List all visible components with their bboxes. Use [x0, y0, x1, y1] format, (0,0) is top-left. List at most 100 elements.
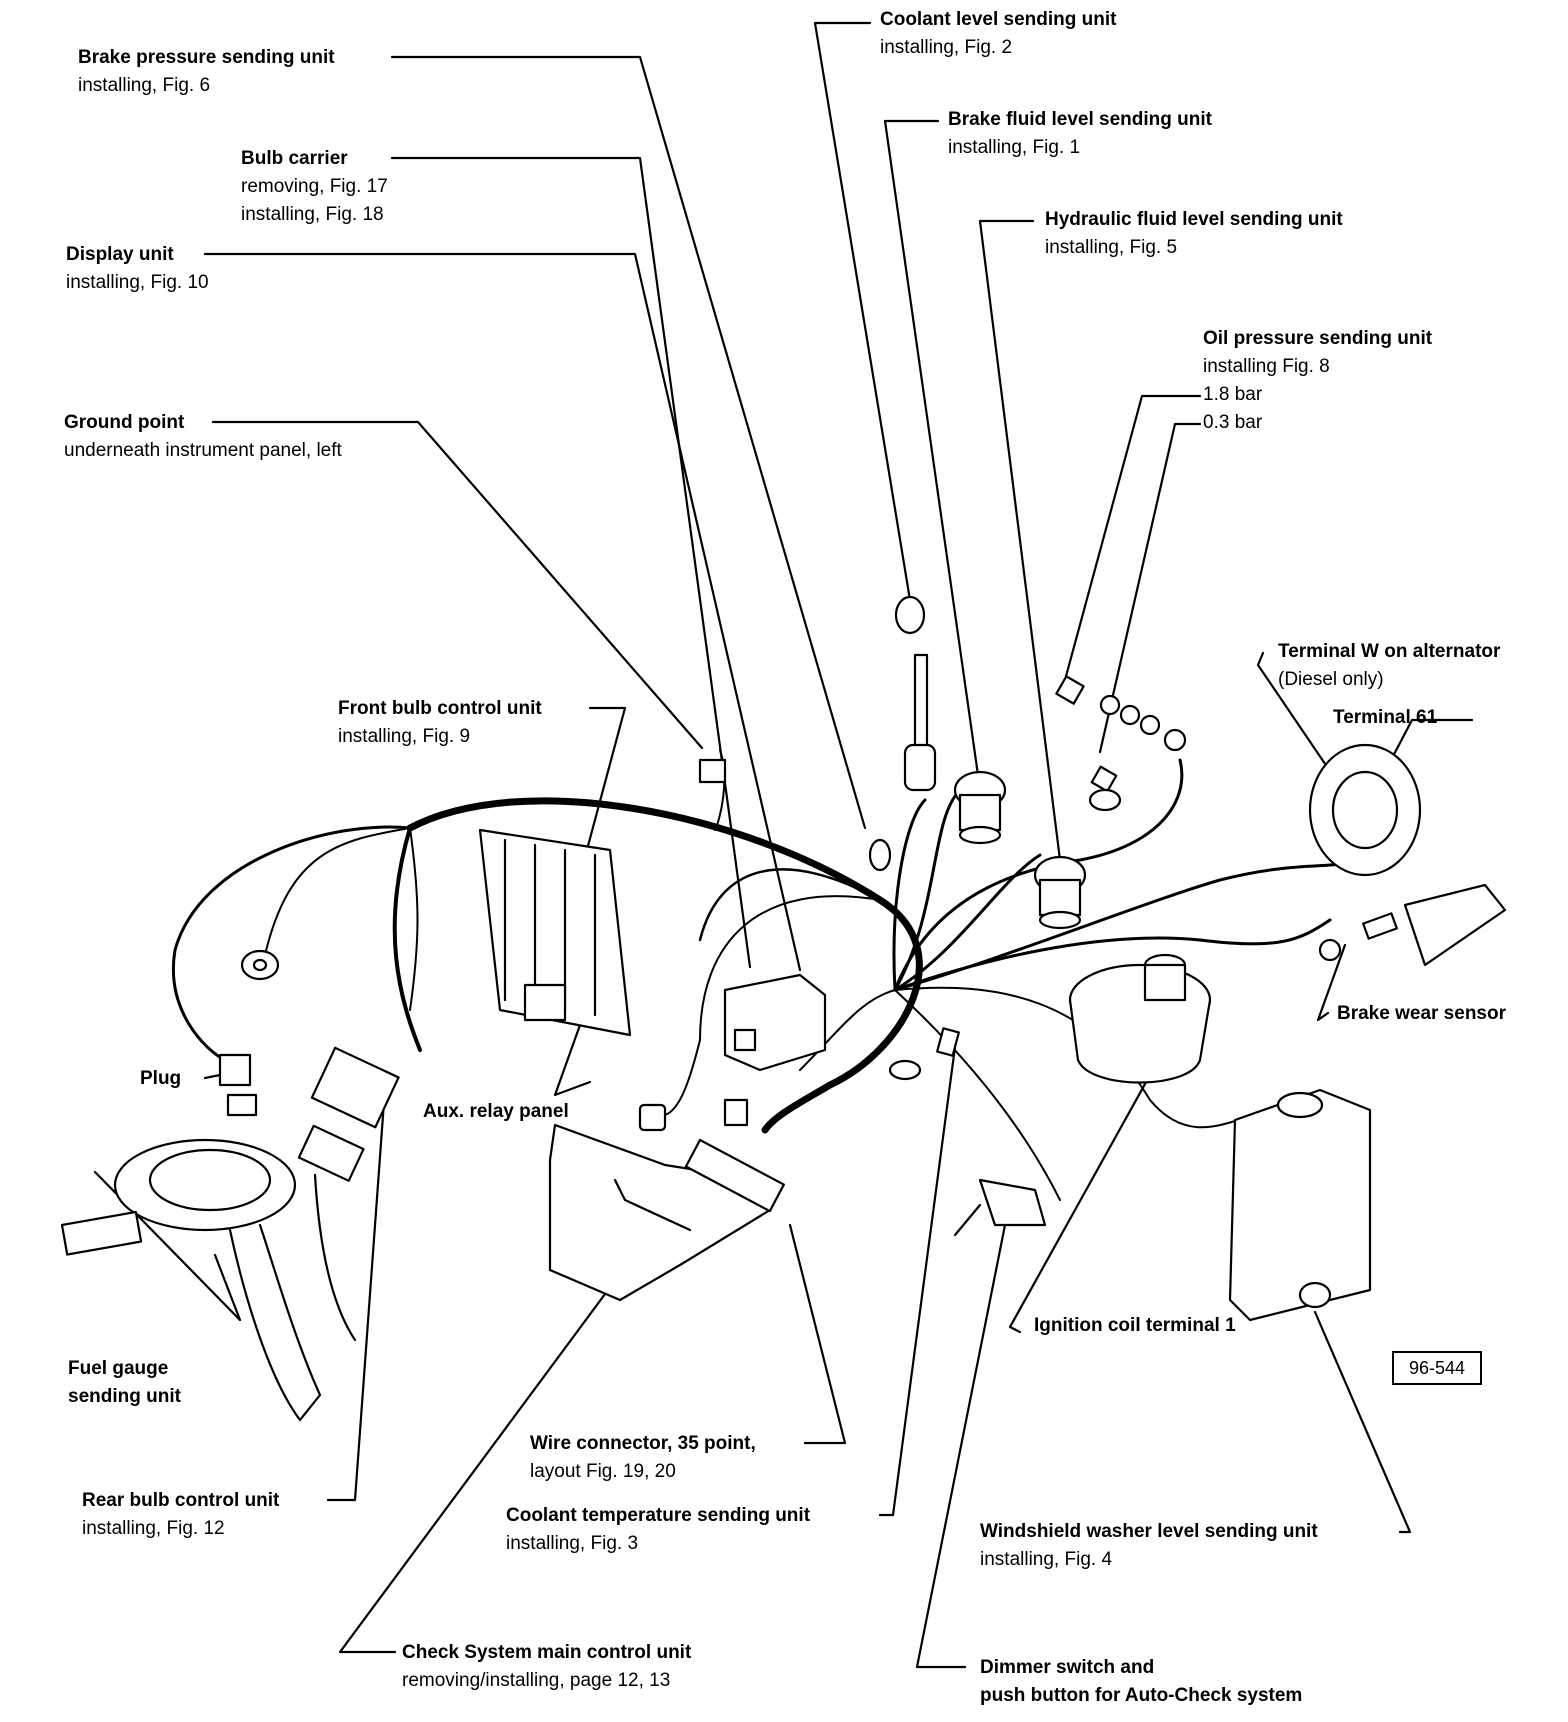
label-title: Bulb carrier — [241, 148, 348, 169]
leader-oil-18 — [1063, 394, 1202, 682]
leader-rear-bulb — [326, 1086, 387, 1502]
leader-bulb-carrier — [390, 156, 752, 969]
label-brake-fluid-level-sending-unit: Brake fluid level sending unit installin… — [948, 106, 1212, 162]
label-title: Wire connector, 35 point, — [530, 1433, 756, 1454]
alternator — [1308, 743, 1422, 877]
label-hydraulic-fluid-level-sending-unit: Hydraulic fluid level sending unit insta… — [1045, 206, 1343, 262]
leader-coolant-level — [813, 21, 912, 602]
coolant-temperature-sending-unit — [888, 1027, 960, 1081]
check-system-main-control-unit — [548, 1123, 785, 1302]
label-aux-relay-panel: Aux. relay panel — [423, 1098, 569, 1126]
label-title: Aux. relay panel — [423, 1101, 569, 1122]
label-front-bulb-control-unit: Front bulb control unit installing, Fig.… — [338, 695, 542, 751]
label-coolant-temperature-sending-unit: Coolant temperature sending unit install… — [506, 1502, 810, 1558]
label-display-unit: Display unit installing, Fig. 10 — [66, 241, 209, 297]
label-title: Oil pressure sending unit — [1203, 328, 1433, 349]
label-windshield-washer-level-sending-unit: Windshield washer level sending unit ins… — [980, 1518, 1318, 1574]
label-title: Dimmer switch and — [980, 1657, 1155, 1678]
leader-display-unit — [203, 252, 802, 972]
label-sub: installing, Fig. 6 — [78, 75, 211, 96]
leader-dimmer — [915, 1198, 1012, 1669]
label-sub: installing, Fig. 1 — [948, 137, 1081, 158]
label-title: Plug — [140, 1068, 182, 1089]
leader-check-system — [338, 1288, 610, 1654]
label-sub: (Diesel only) — [1278, 669, 1384, 690]
leader-fuel-gauge-2 — [213, 1253, 242, 1322]
label-brake-pressure-sending-unit: Brake pressure sending unit installing, … — [78, 44, 335, 100]
label-sub: installing, Fig. 12 — [82, 1518, 225, 1539]
label-title-line2: push button for Auto-Check system — [980, 1685, 1303, 1706]
label-title: Ground point — [64, 412, 185, 433]
harness — [172, 797, 923, 1134]
label-sub-03-bar: 0.3 bar — [1203, 412, 1263, 433]
leader-terminal-w — [1256, 651, 1357, 810]
label-sub: installing, Fig. 4 — [980, 1549, 1113, 1570]
hydraulic-fluid-level-sending-unit — [1033, 855, 1087, 930]
label-title: Brake wear sensor — [1337, 1003, 1506, 1024]
label-brake-wear-sensor: Brake wear sensor — [1337, 1000, 1506, 1028]
label-title: Coolant temperature sending unit — [506, 1505, 811, 1526]
plug-part — [218, 1053, 258, 1117]
label-sub: installing, Fig. 18 — [241, 204, 384, 225]
label-sub: installing, Fig. 5 — [1045, 237, 1178, 258]
label-title: Windshield washer level sending unit — [980, 1521, 1318, 1542]
label-sub: installing, Fig. 3 — [506, 1533, 639, 1554]
oil-pressure-sending-units — [1055, 675, 1187, 812]
rear-bulb-control-unit — [297, 1046, 400, 1342]
label-sub: installing Fig. 8 — [1203, 356, 1330, 377]
label-title: Terminal 61 — [1333, 707, 1438, 728]
leader-aux-relay — [553, 1023, 592, 1097]
label-sub: installing, Fig. 2 — [880, 37, 1013, 58]
label-coolant-level-sending-unit: Coolant level sending unit installing, F… — [880, 6, 1116, 62]
label-plug: Plug — [140, 1065, 181, 1093]
leader-brake-wear — [1316, 943, 1347, 1022]
label-title: Display unit — [66, 244, 174, 265]
label-title: Coolant level sending unit — [880, 9, 1117, 30]
leader-brake-pressure — [390, 55, 867, 830]
leader-hydraulic-fluid — [978, 219, 1062, 862]
label-title: Brake fluid level sending unit — [948, 109, 1212, 130]
leader-lines — [93, 21, 1474, 1669]
aux-relay-panel — [478, 828, 632, 1037]
label-oil-pressure-sending-unit: Oil pressure sending unit installing Fig… — [1203, 325, 1432, 437]
harness-branches — [264, 749, 1362, 1201]
label-title: Fuel gauge — [68, 1358, 169, 1379]
leader-windshield — [1313, 1310, 1412, 1534]
label-title: Ignition coil terminal 1 — [1034, 1315, 1236, 1336]
leader-brake-fluid — [883, 119, 980, 777]
label-ignition-coil-terminal-1: Ignition coil terminal 1 — [1034, 1312, 1236, 1340]
label-sub-18-bar: 1.8 bar — [1203, 384, 1263, 405]
misc-connectors — [638, 758, 892, 1132]
label-dimmer-switch: Dimmer switch and push button for Auto-C… — [980, 1654, 1302, 1710]
leader-ignition — [1008, 1028, 1177, 1334]
label-sub: installing, Fig. 9 — [338, 726, 471, 747]
label-sub: underneath instrument panel, left — [64, 440, 342, 461]
label-wire-connector: Wire connector, 35 point, layout Fig. 19… — [530, 1430, 756, 1486]
label-sub: installing, Fig. 10 — [66, 272, 209, 293]
label-title: Front bulb control unit — [338, 698, 542, 719]
dimmer-switch — [953, 1178, 1047, 1237]
label-title: Brake pressure sending unit — [78, 47, 335, 68]
label-sub: removing, Fig. 17 — [241, 176, 388, 197]
ground-point — [240, 949, 280, 981]
leader-coolant-temp — [878, 1045, 957, 1517]
brake-fluid-level-sending-unit — [953, 770, 1007, 845]
label-title: Check System main control unit — [402, 1642, 692, 1663]
brake-wear-sensor — [1318, 883, 1507, 967]
ignition-coil — [1068, 953, 1212, 1084]
label-title: Rear bulb control unit — [82, 1490, 280, 1511]
label-title-line2: sending unit — [68, 1386, 181, 1407]
label-terminal-61: Terminal 61 — [1333, 704, 1437, 732]
label-sub: layout Fig. 19, 20 — [530, 1461, 676, 1482]
label-fuel-gauge-sending-unit: Fuel gauge sending unit — [68, 1355, 181, 1411]
figure-code-box: 96-544 — [1392, 1351, 1482, 1385]
coolant-level-sending-unit — [894, 595, 937, 792]
label-title: Hydraulic fluid level sending unit — [1045, 209, 1343, 230]
label-bulb-carrier: Bulb carrier removing, Fig. 17 installin… — [241, 145, 388, 229]
label-check-system-main-control-unit: Check System main control unit removing/… — [402, 1639, 691, 1695]
label-title: Terminal W on alternator — [1278, 641, 1501, 662]
label-terminal-w-on-alternator: Terminal W on alternator (Diesel only) — [1278, 638, 1500, 694]
label-rear-bulb-control-unit: Rear bulb control unit installing, Fig. … — [82, 1487, 279, 1543]
label-ground-point: Ground point underneath instrument panel… — [64, 409, 342, 465]
